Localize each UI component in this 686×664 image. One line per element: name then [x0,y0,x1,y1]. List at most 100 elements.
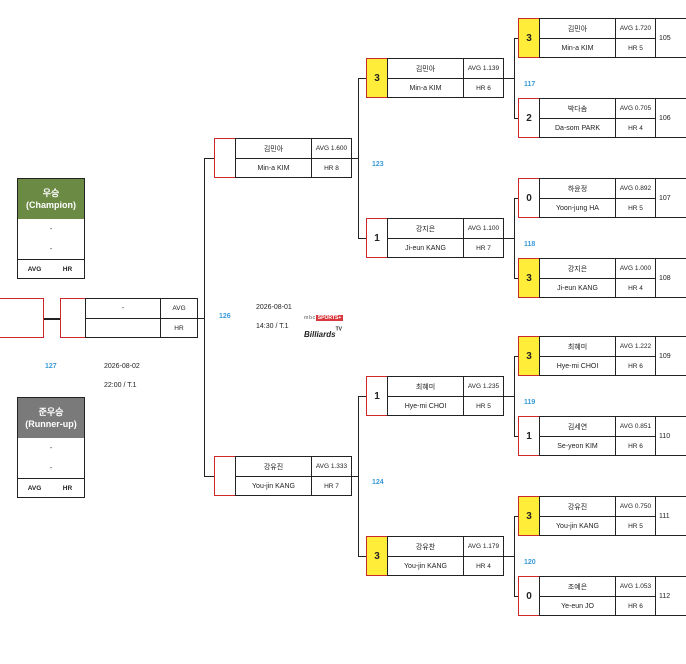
r1-stub [514,516,518,517]
r1-side-number: 107 [659,195,671,202]
r1-match-3-hr: HR 5 [628,204,643,212]
runner-up-stats: AVG HR [18,478,84,497]
r2-pair-match-number: 124 [372,479,384,486]
r1-edge-bottom [656,217,686,218]
r1-match-7-name-en: You-jin KANG [540,517,616,535]
r2-bracket-vertical [358,78,359,239]
r2-match-1-score: 3 [366,58,388,98]
r1-side-number: 110 [659,433,671,440]
r1-side-number: 106 [659,115,671,122]
champion-header: 우승 (Champion) [18,179,84,219]
r1-match-1-score: 3 [518,18,540,58]
r1-match-6-score: 1 [518,416,540,456]
final-slot-avg: AVG [172,305,186,312]
r1-stub [514,198,518,199]
r1-match-3-avg: AVG 0.892 [619,185,652,192]
sf-match-2-score [214,456,236,496]
champion-line-1: - [49,225,53,233]
r1-edge-top [656,18,686,19]
r2-match-2-hr: HR 7 [476,244,491,252]
r2-match-4-name-en: You-jin KANG [388,557,464,575]
final-slot-name: - [86,299,161,318]
final-slot-score [60,298,86,338]
r2-stub [358,238,366,239]
r1-edge-top [656,576,686,577]
r1-match-7-name-kr: 강유진 [540,497,616,516]
r2-match-1-hr: HR 6 [476,84,491,92]
r1-stub [514,356,518,357]
r2-match-4-name-kr: 강유찬 [388,537,464,556]
champion-box: 우승 (Champion) - - AVG HR [17,178,85,279]
r1-match-5-name-en: Hye-mi CHOI [540,357,616,375]
r2-match-1-name-en: Min-a KIM [388,79,464,97]
r1-match-6-name-en: Se-yeon KIM [540,437,616,455]
r1-match-1-name-en: Min-a KIM [540,39,616,57]
runner-up-title-en: (Runner-up) [25,419,77,429]
r2-match-4-avg: AVG 1.179 [467,543,500,550]
sf-match-2-hr: HR 7 [324,482,339,490]
r1-side-number: 111 [659,513,670,520]
r1-match-8-hr: HR 6 [628,602,643,610]
r1-match-6-avg: AVG 0.851 [619,423,652,430]
r1-edge-bottom [656,455,686,456]
r2-match-1-avg: AVG 1.139 [467,65,500,72]
semifinal-match-number: 126 [219,313,231,320]
r1-match-7-hr: HR 5 [628,522,643,530]
final-slot-left-edge [0,298,44,338]
r1-match-3-name-en: Yoon-jung HA [540,199,616,217]
r1-edge-top [656,496,686,497]
r1-bracket-join [504,238,514,239]
r1-side-number: 109 [659,353,671,360]
r1-edge-top [656,178,686,179]
r1-pair-match-number: 120 [524,559,536,566]
sf-stub [204,158,214,159]
sf-match-1-hr: HR 8 [324,164,339,172]
r1-match-8-avg: AVG 1.053 [619,583,652,590]
r1-match-5-avg: AVG 1.222 [619,343,652,350]
r1-pair-match-number: 119 [524,399,536,406]
sf-bracket-vertical [204,158,205,477]
r1-edge-top [656,336,686,337]
r2-bracket-join [352,158,358,159]
r1-edge-bottom [656,57,686,58]
r1-match-2-name-kr: 박다솜 [540,99,616,118]
r1-bracket-vertical [514,356,515,437]
r1-edge-bottom [656,375,686,376]
r1-match-2-score: 2 [518,98,540,138]
r1-match-2-hr: HR 4 [628,124,643,132]
sf-match-1-name-kr: 김민아 [236,139,312,158]
r1-stub [514,436,518,437]
r1-stub [514,38,518,39]
r1-match-1-hr: HR 5 [628,44,643,52]
runner-up-line-2: - [49,464,53,472]
r2-match-3-score: 1 [366,376,388,416]
r1-bracket-join [504,78,514,79]
r2-match-4-score: 3 [366,536,388,576]
sf-match-2-name-kr: 강유진 [236,457,312,476]
runner-up-header: 준우승 (Runner-up) [18,398,84,438]
r1-match-8-score: 0 [518,576,540,616]
final-slot[interactable]: - AVG HR [60,298,198,338]
champion-stats: AVG HR [18,259,84,278]
